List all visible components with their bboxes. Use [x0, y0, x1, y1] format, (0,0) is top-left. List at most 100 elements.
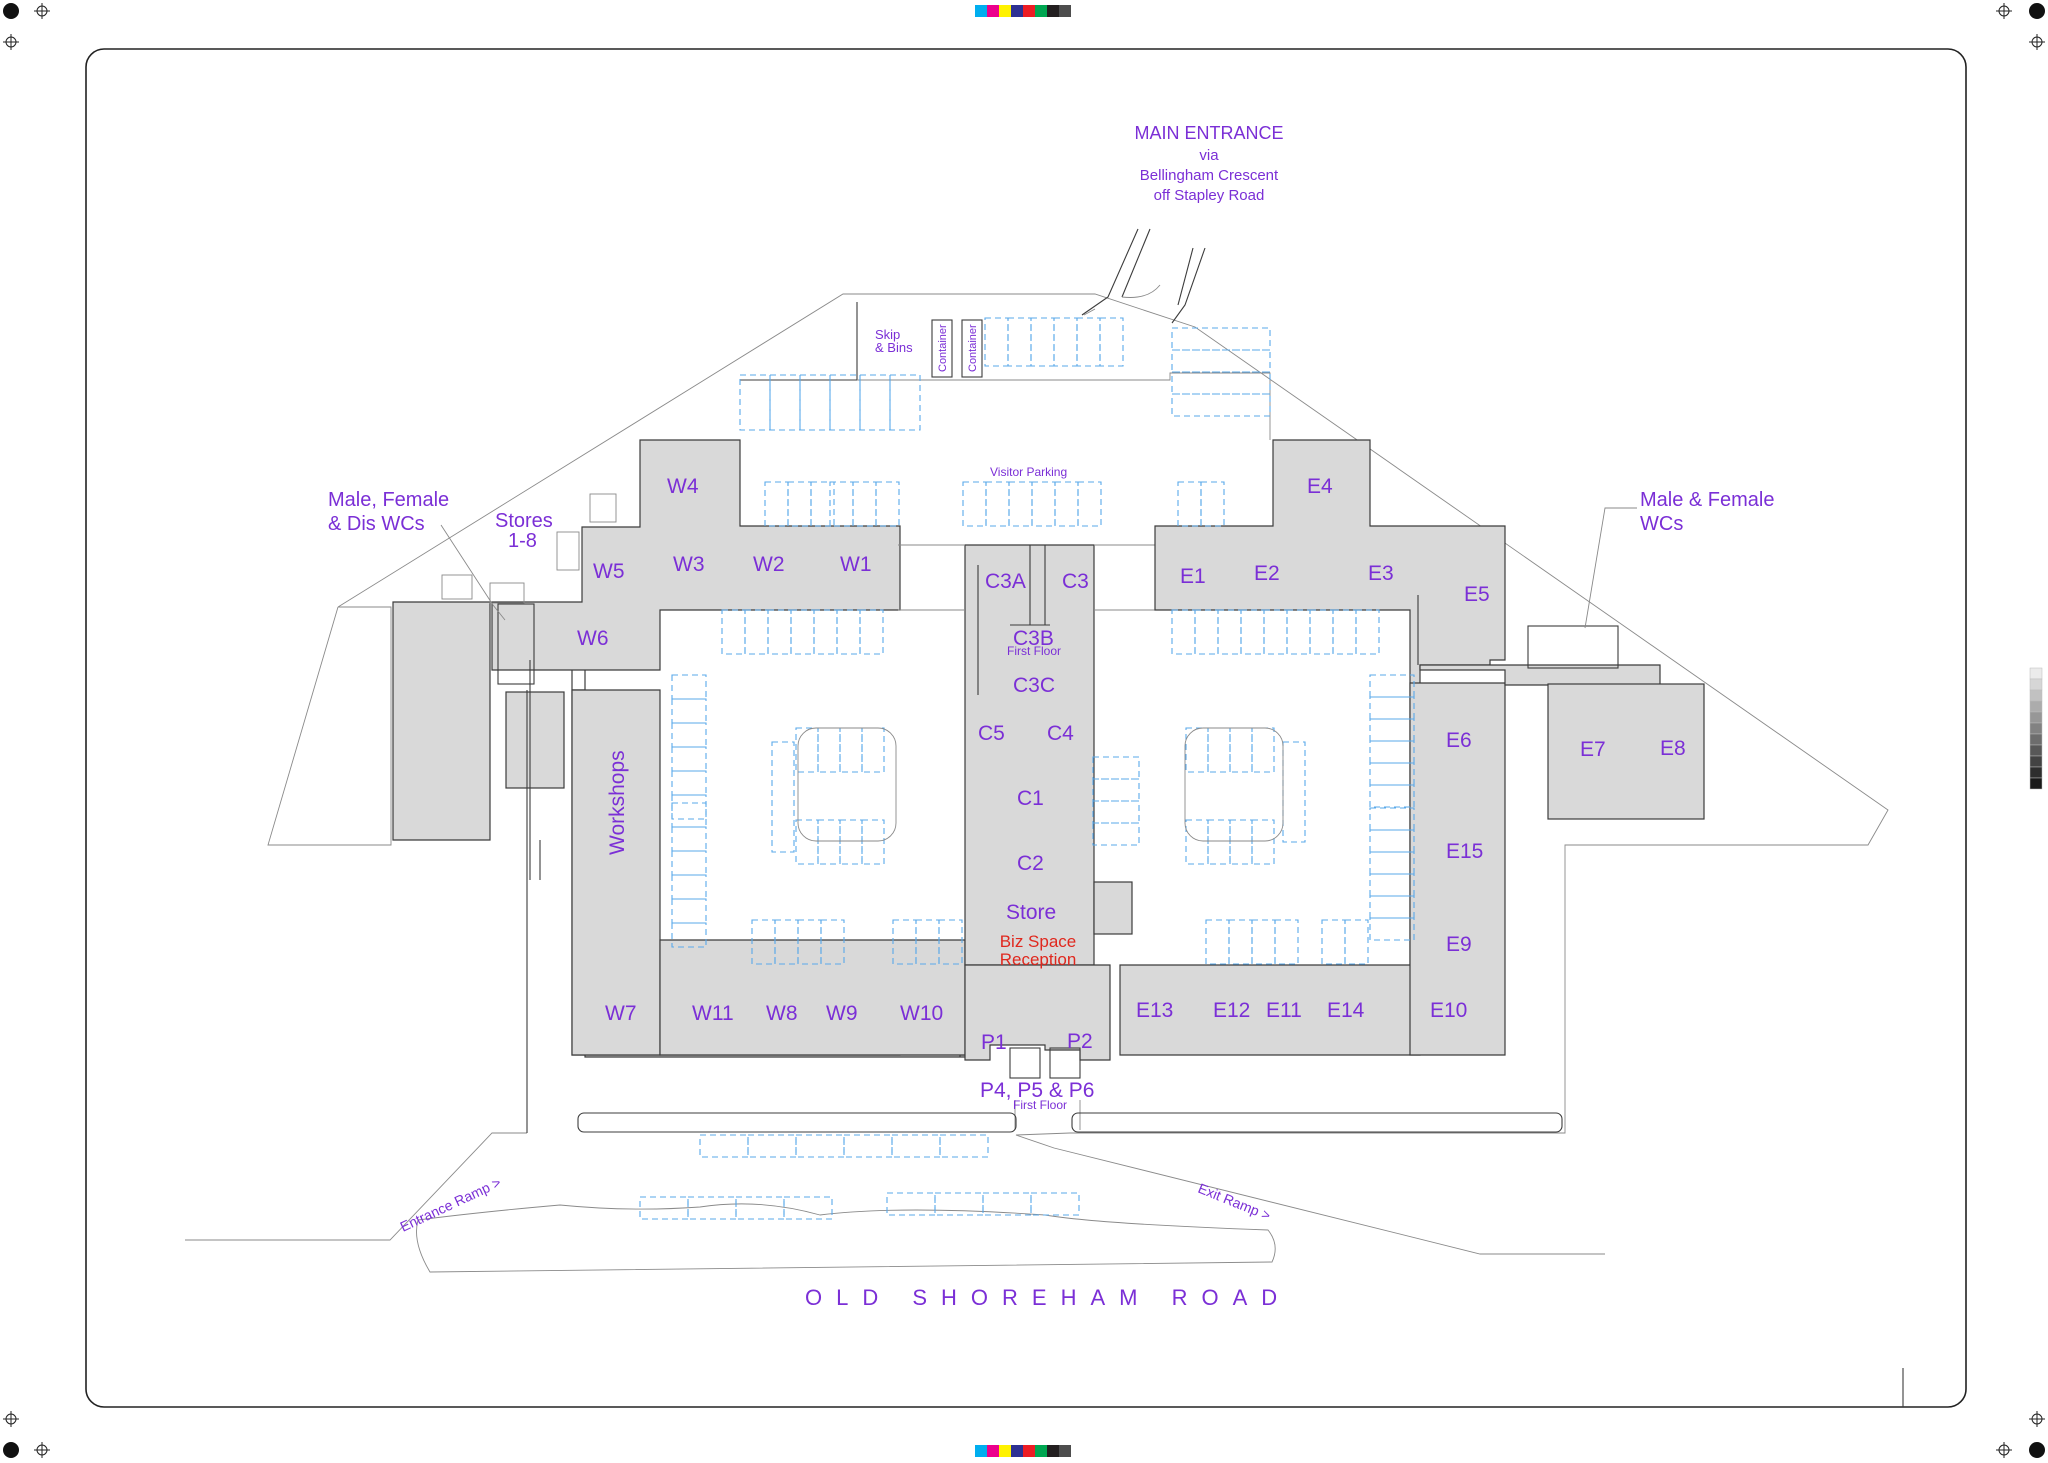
central-block — [898, 544, 1160, 1130]
parking-bay — [795, 1134, 845, 1158]
first-floor-note-p456: First Floor — [1013, 1098, 1067, 1112]
unit-w8: W8 — [766, 1002, 798, 1025]
parking-bay — [1240, 609, 1265, 655]
unit-w3: W3 — [673, 553, 705, 576]
corner-dot — [3, 1442, 19, 1458]
workshops-label: Workshops — [606, 750, 629, 855]
corner-dot — [3, 3, 19, 19]
unit-c4: C4 — [1047, 722, 1074, 745]
gray-swatch — [2029, 733, 2043, 746]
parking-bay — [795, 727, 819, 773]
skip-label-1: Skip — [875, 327, 900, 342]
parking-bay — [771, 741, 795, 853]
west-wcs-leader — [440, 524, 506, 621]
unit-w6: W6 — [577, 627, 609, 650]
corner-dot — [2029, 1442, 2045, 1458]
unit-store: Store — [1006, 901, 1056, 924]
unit-c3: C3 — [1062, 570, 1089, 593]
gray-swatch — [2029, 744, 2043, 757]
parking-bay — [1185, 819, 1209, 865]
parking-bay — [1369, 784, 1415, 808]
parking-bay — [1369, 829, 1415, 853]
color-swatch — [1047, 1445, 1059, 1457]
parking-bay — [671, 922, 707, 948]
parking-bay — [859, 609, 884, 655]
parking-bay — [934, 1192, 984, 1216]
stores-label-2: 1-8 — [508, 530, 537, 552]
unit-e5: E5 — [1464, 583, 1490, 606]
parking-bay — [1369, 873, 1415, 897]
parking-bay — [1207, 819, 1231, 865]
title-line-2: via — [1199, 147, 1219, 164]
parking-bay — [1007, 317, 1032, 367]
unit-e13: E13 — [1136, 999, 1173, 1022]
parking-bay — [1369, 851, 1415, 875]
unit-w1: W1 — [840, 553, 872, 576]
parking-bay — [671, 850, 707, 876]
parking-bay — [1171, 393, 1271, 417]
stores-label-1: Stores — [495, 510, 553, 532]
east-wcs-label-1: Male & Female — [1640, 489, 1775, 511]
unit-e3: E3 — [1368, 562, 1394, 585]
parking-bay — [699, 1134, 749, 1158]
unit-w4: W4 — [667, 475, 699, 498]
color-swatch — [987, 1445, 999, 1457]
gray-swatch — [2029, 700, 2043, 713]
parking-bay — [889, 374, 921, 431]
container-label-2: Container — [967, 324, 979, 372]
gray-swatch — [2029, 777, 2043, 790]
parking-bay — [1251, 727, 1275, 773]
parking-bay — [861, 727, 885, 773]
parking-bay — [1229, 727, 1253, 773]
gray-swatch — [2029, 711, 2043, 724]
parking-bay — [671, 770, 707, 796]
parking-bay — [843, 1134, 893, 1158]
page-frame — [85, 48, 1967, 1408]
parking-bay — [671, 826, 707, 852]
color-swatch — [987, 5, 999, 17]
parking-bay — [769, 374, 801, 431]
parking-bay — [671, 746, 707, 772]
parking-bay — [1076, 317, 1101, 367]
parking-bay — [747, 1134, 797, 1158]
parking-bay — [1274, 919, 1299, 965]
parking-bay — [1369, 917, 1415, 941]
main-entrance-label: MAIN ENTRANCE via Bellingham Crescent of… — [1134, 123, 1283, 204]
parking-bay — [829, 374, 861, 431]
reception-label-1: Biz Space — [1000, 932, 1077, 951]
color-swatch — [999, 1445, 1011, 1457]
east-block — [1119, 439, 1705, 1056]
unit-w10: W10 — [900, 1002, 943, 1025]
parking-bay — [1171, 609, 1196, 655]
parking-bay — [1030, 1192, 1080, 1216]
unit-labels: W1 W2 W3 W4 W5 W6 W7 W8 W9 W10 W11 C3A C… — [577, 475, 1686, 1102]
road-label: OLD SHOREHAM ROAD — [805, 1285, 1291, 1310]
color-swatch — [1035, 1445, 1047, 1457]
parking-bay — [813, 609, 838, 655]
color-swatch — [975, 1445, 987, 1457]
parking-bay — [1171, 371, 1271, 395]
parking-bay — [982, 1192, 1032, 1216]
color-bar-bottom — [975, 1445, 1071, 1457]
unit-w2: W2 — [753, 553, 785, 576]
parking-bay — [1355, 609, 1380, 655]
unit-e8: E8 — [1660, 737, 1686, 760]
parking-bay — [1282, 741, 1306, 843]
unit-e7: E7 — [1580, 738, 1606, 761]
parking-bay — [861, 819, 885, 865]
parking-bay — [1092, 822, 1140, 846]
grayscale-bar-right — [2029, 667, 2043, 790]
parking-bay — [1229, 819, 1253, 865]
parking-bay — [1092, 800, 1140, 824]
unit-e4: E4 — [1307, 475, 1333, 498]
skip-label-2: & Bins — [875, 340, 913, 355]
parking-bay — [820, 919, 845, 965]
west-block — [392, 439, 979, 1058]
parking-bay — [1369, 674, 1415, 698]
color-swatch — [1059, 5, 1071, 17]
parking-bay — [744, 609, 769, 655]
parking-bay — [671, 874, 707, 900]
parking-bay — [817, 727, 841, 773]
parking-bay — [1344, 919, 1369, 965]
parking-bay — [1251, 819, 1275, 865]
